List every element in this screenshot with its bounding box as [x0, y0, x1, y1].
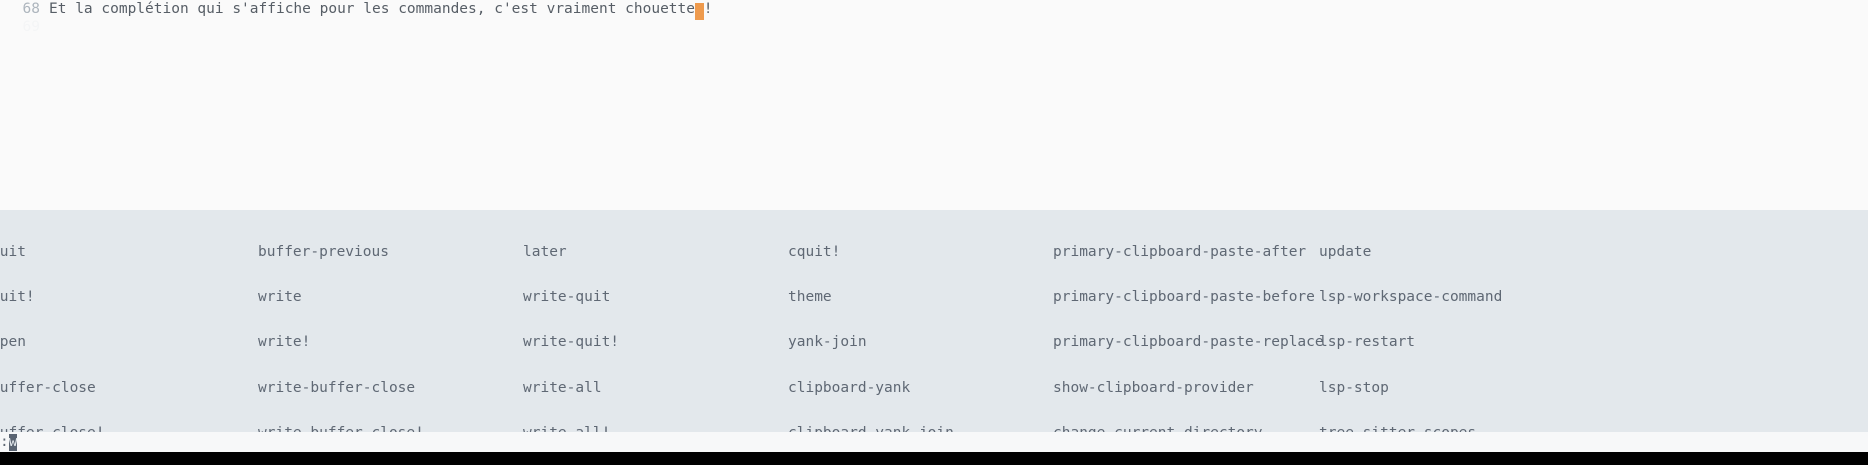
- completion-item[interactable]: clipboard-yank: [788, 380, 911, 396]
- line-number-gutter: 69: [22, 19, 40, 35]
- completion-item[interactable]: lsp-workspace-command: [1319, 290, 1503, 306]
- line-text-after-cursor: !: [703, 1, 713, 17]
- completion-item[interactable]: write-quit!: [523, 335, 620, 351]
- completion-item[interactable]: buffer-previous: [258, 245, 389, 260]
- completion-column-6: update lsp-workspace-command lsp-restart…: [1319, 215, 1546, 432]
- completion-item[interactable]: write-all!: [523, 426, 654, 432]
- completion-item[interactable]: write-quit: [523, 290, 611, 306]
- completion-item[interactable]: show-clipboard-provider: [1053, 380, 1254, 396]
- completion-item[interactable]: primary-clipboard-paste-after: [1053, 245, 1307, 260]
- completion-item[interactable]: buffer-close!: [0, 426, 166, 432]
- completion-item[interactable]: lsp-stop: [1319, 380, 1389, 396]
- bottom-bar: [0, 452, 1868, 465]
- completion-item[interactable]: primary-clipboard-paste-before: [1053, 290, 1315, 306]
- completion-item[interactable]: tree-sitter-scopes: [1319, 426, 1546, 432]
- completion-item[interactable]: buffer-close: [0, 380, 96, 396]
- command-cursor: w: [8, 433, 18, 451]
- completion-item[interactable]: update: [1319, 245, 1372, 260]
- completion-item[interactable]: change-current-directory: [1053, 426, 1324, 432]
- completion-column-4: cquit! theme yank-join clipboard-yank cl…: [788, 215, 1024, 432]
- completion-item[interactable]: write: [258, 290, 302, 306]
- primary-cursor: [695, 3, 704, 20]
- prompt-symbol: :: [0, 433, 9, 450]
- completion-item[interactable]: clipboard-yank-join: [788, 426, 1024, 432]
- buffer-line[interactable]: 69: [0, 20, 49, 35]
- completion-column-3: later write-quit write-quit! write-all w…: [523, 215, 654, 432]
- completion-columns: quit quit! open buffer-close buffer-clos…: [0, 210, 1868, 432]
- completion-item[interactable]: open: [0, 335, 26, 351]
- completion-item[interactable]: yank-join: [788, 335, 867, 351]
- command-prompt-line[interactable]: :w: [0, 432, 1868, 452]
- completion-item[interactable]: write-buffer-close!: [258, 426, 424, 432]
- line-text-before-cursor: Et la complétion qui s'affiche pour les …: [49, 1, 696, 17]
- completion-column-5: primary-clipboard-paste-after primary-cl…: [1053, 215, 1324, 432]
- completion-item[interactable]: cquit!: [788, 245, 841, 260]
- command-completion-menu[interactable]: quit quit! open buffer-close buffer-clos…: [0, 210, 1868, 432]
- completion-column-2: buffer-previous write write! write-buffe…: [258, 215, 424, 432]
- completion-item[interactable]: quit: [0, 245, 26, 260]
- completion-item[interactable]: write-buffer-close: [258, 380, 416, 396]
- buffer-line[interactable]: 68 Et la complétion qui s'affiche pour l…: [0, 1, 713, 20]
- completion-item[interactable]: write!: [258, 335, 311, 351]
- completion-item[interactable]: later: [523, 245, 567, 260]
- completion-item[interactable]: lsp-restart: [1319, 335, 1416, 351]
- line-content: Et la complétion qui s'affiche pour les …: [49, 1, 713, 20]
- line-number-gutter: 68: [22, 1, 40, 17]
- editor-text-area[interactable]: 68 Et la complétion qui s'affiche pour l…: [0, 0, 1868, 210]
- completion-column-1: quit quit! open buffer-close buffer-clos…: [0, 215, 166, 432]
- completion-item[interactable]: write-all: [523, 380, 602, 396]
- completion-item[interactable]: theme: [788, 290, 832, 306]
- completion-item[interactable]: primary-clipboard-paste-replace: [1053, 335, 1324, 351]
- completion-item[interactable]: quit!: [0, 290, 35, 306]
